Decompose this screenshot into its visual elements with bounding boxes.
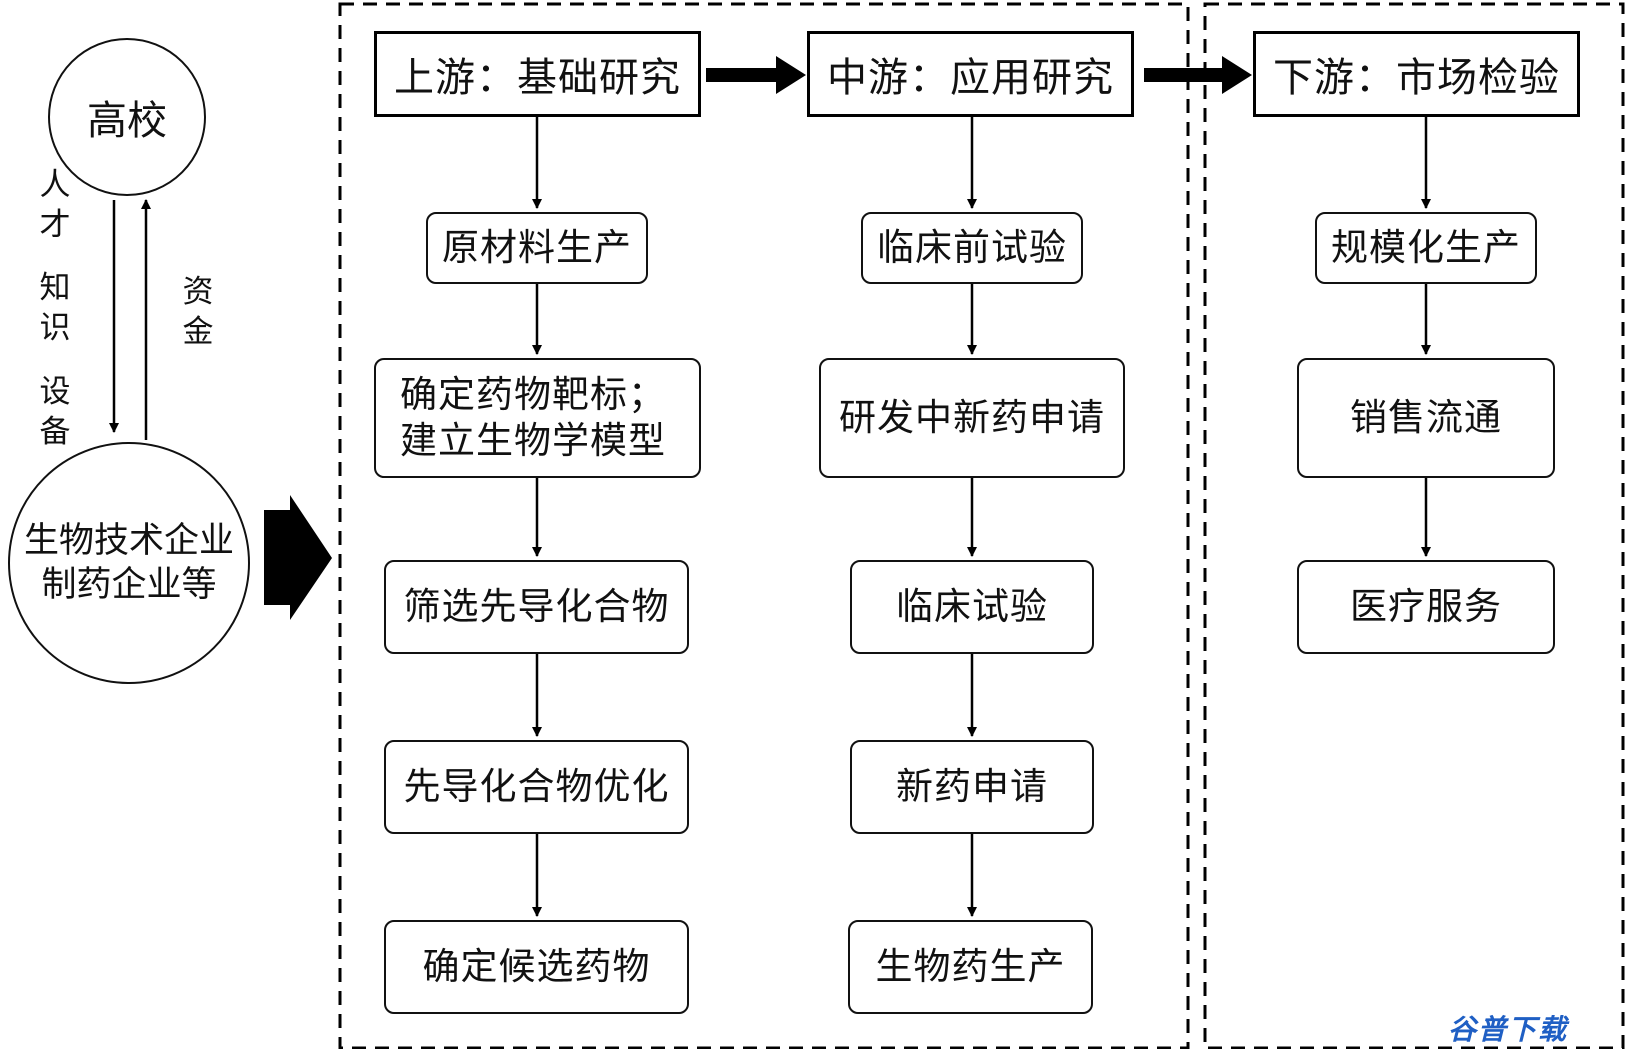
knowledge-label: 知识 [39,270,71,346]
university-label: 高校 [87,98,167,144]
enterprise-label-line1: 生物技术企业 [23,521,234,561]
step-screen-leads: 筛选先导化合物 [384,560,689,654]
step-scale-production: 规模化生产 [1315,212,1537,284]
step-medical-service: 医疗服务 [1297,560,1555,654]
step-target-line2: 建立生物学模型 [400,419,666,462]
step-nda: 新药申请 [850,740,1094,834]
step-optimize-leads: 先导化合物优化 [384,740,689,834]
midstream-to-downstream-arrow [1144,56,1252,94]
step-preclinical: 临床前试验 [861,212,1083,284]
upstream-stage: 上游：基础研究 [374,31,701,117]
big-right-arrow [264,495,332,620]
step-biologic-production: 生物药生产 [848,920,1093,1014]
enterprise-node: 生物技术企业 制药企业等 [8,442,250,684]
upstream-to-midstream-arrow [706,56,806,94]
talent-label: 人才 [39,167,71,243]
enterprise-label-line2: 制药企业等 [41,565,217,605]
university-node: 高校 [48,38,206,196]
equipment-label: 设备 [39,374,71,450]
step-raw-material: 原材料生产 [426,212,648,284]
funding-label: 资金 [182,274,214,350]
step-clinical-trial: 临床试验 [850,560,1094,654]
watermark-text: 谷普下载 [1448,1013,1569,1046]
step-target-line1: 确定药物靶标； [400,373,666,416]
downstream-stage: 下游：市场检验 [1253,31,1580,117]
step-candidate-drug: 确定候选药物 [384,920,689,1014]
midstream-stage: 中游：应用研究 [807,31,1134,117]
market-frame [1203,2,1625,1049]
step-target-model: 确定药物靶标； 建立生物学模型 [374,358,701,478]
research-frame [338,2,1190,1049]
step-ind-application: 研发中新药申请 [819,358,1125,478]
step-sales-distribution: 销售流通 [1297,358,1555,478]
